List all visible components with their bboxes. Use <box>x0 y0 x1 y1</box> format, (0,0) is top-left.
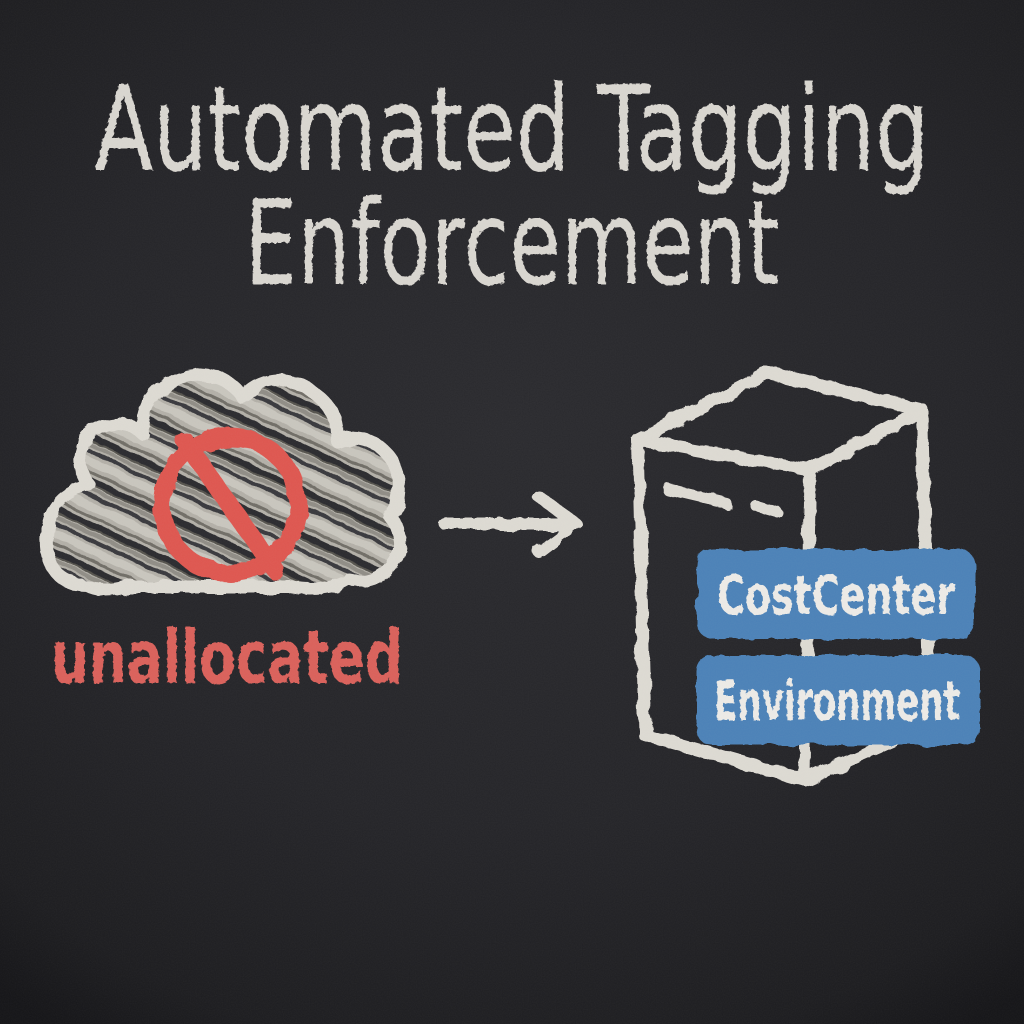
page-title: Automated Tagging Enforcement <box>95 60 930 312</box>
unallocated-label: unallocated <box>51 615 403 701</box>
environment-tag-label: Environment <box>714 670 960 733</box>
cost-center-tag-label: CostCenter <box>717 564 955 627</box>
title-line-2: Enforcement <box>245 174 780 312</box>
server-vent-dashes <box>661 483 783 518</box>
right-arrow-icon <box>439 490 582 558</box>
cost-center-tag: CostCenter <box>697 549 975 639</box>
cloud-icon <box>39 368 407 597</box>
environment-tag: Environment <box>696 655 980 745</box>
